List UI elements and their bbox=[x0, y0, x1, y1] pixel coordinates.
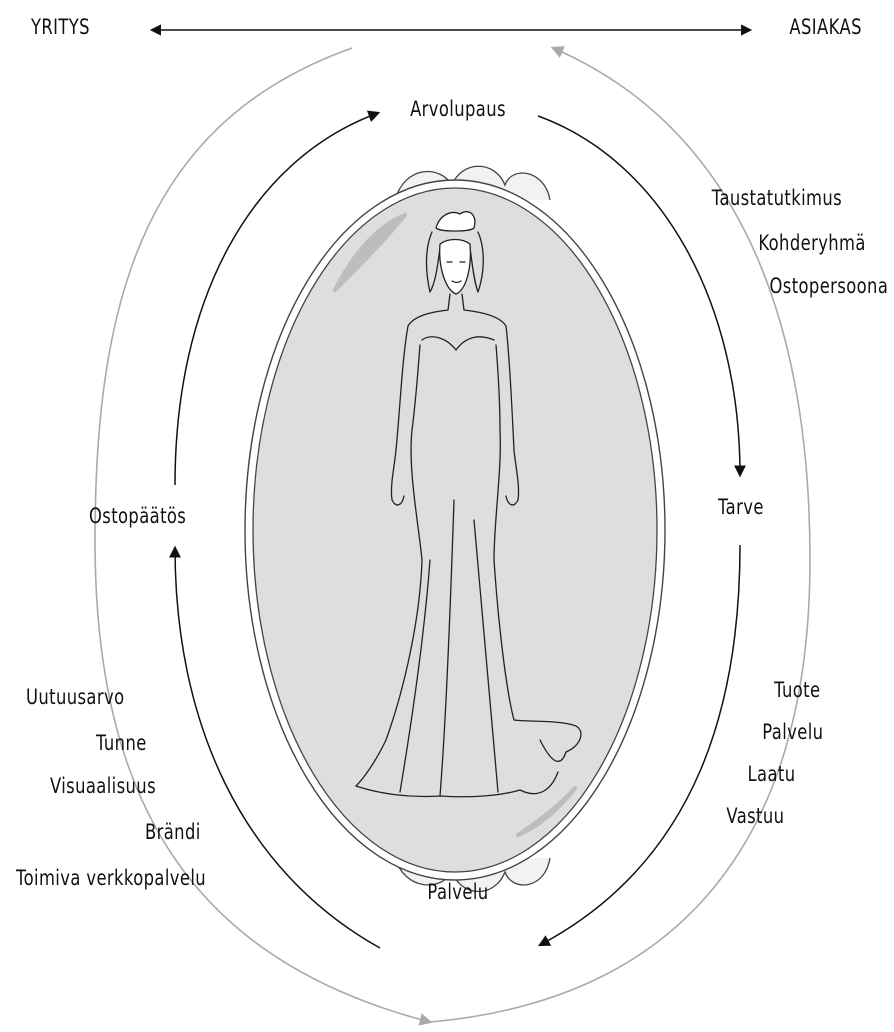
value-proposition-label: Arvolupaus bbox=[396, 99, 521, 120]
list-item: Palvelu bbox=[762, 722, 823, 743]
list-item: Vastuu bbox=[726, 806, 784, 827]
service-label: Palvelu bbox=[396, 882, 521, 903]
list-item: Uutuusarvo bbox=[26, 687, 124, 708]
company-label: YRITYS bbox=[31, 17, 90, 38]
customer-label: ASIAKAS bbox=[790, 17, 862, 38]
need-label: Tarve bbox=[718, 497, 764, 518]
list-item: Visuaalisuus bbox=[50, 776, 156, 797]
list-item: Kohderyhmä bbox=[758, 233, 866, 254]
list-item: Tunne bbox=[96, 733, 147, 754]
list-item: Laatu bbox=[747, 764, 795, 785]
list-item: Tuote bbox=[774, 680, 820, 701]
purchase-decision-label: Ostopäätös bbox=[89, 506, 186, 527]
list-item: Ostopersoona bbox=[769, 276, 888, 297]
list-item: Taustatutkimus bbox=[712, 188, 842, 209]
list-item: Brändi bbox=[145, 822, 201, 843]
list-item: Toimiva verkkopalvelu bbox=[16, 868, 206, 889]
